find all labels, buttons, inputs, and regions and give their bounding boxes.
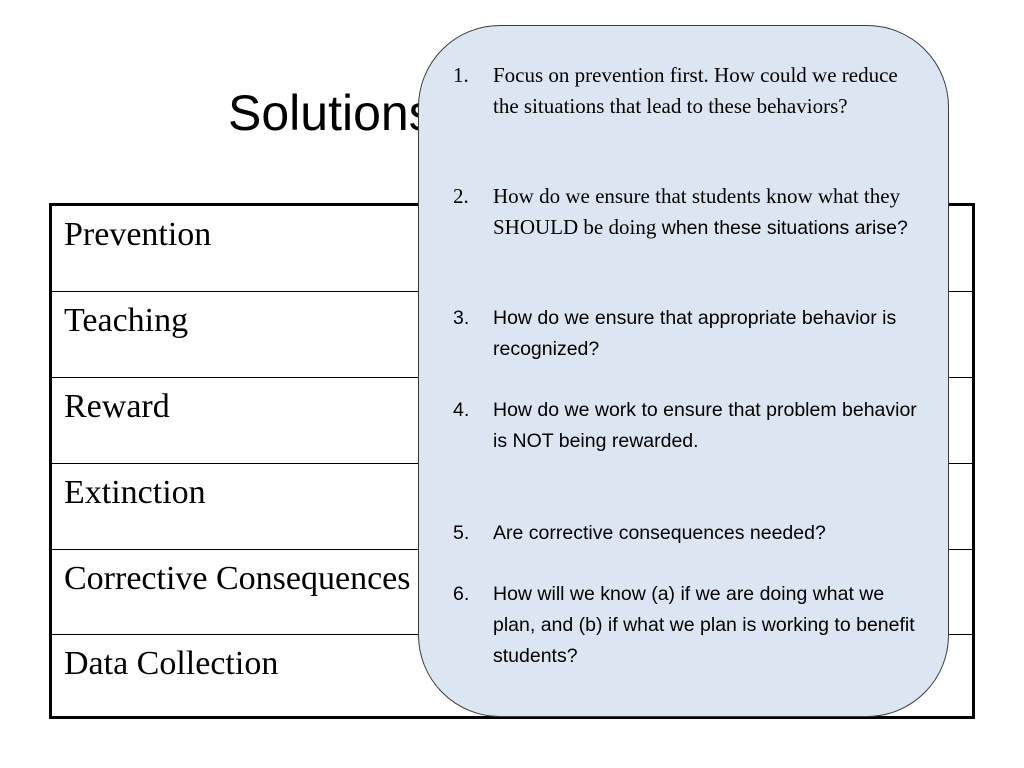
row-label-reward: Reward <box>64 388 170 425</box>
question-item: 5. Are corrective consequences needed? <box>453 518 920 549</box>
question-number: 2. <box>453 184 469 208</box>
question-item: 2. How do we ensure that students know w… <box>453 181 920 244</box>
table-row: Data Collection <box>52 635 972 716</box>
question-text: How do we ensure that students know what… <box>493 184 901 239</box>
question-text: How do we ensure that appropriate behavi… <box>493 307 897 360</box>
row-label-data-collection: Data Collection <box>64 645 279 682</box>
row-label-corrective-consequences: Corrective Consequences <box>64 560 411 597</box>
question-text: How do we work to ensure that problem be… <box>493 399 917 452</box>
question-text: How will we know (a) if we are doing wha… <box>493 583 915 667</box>
question-number: 3. <box>453 307 470 329</box>
row-label-prevention: Prevention <box>64 216 212 253</box>
question-number: 4. <box>453 399 470 421</box>
question-number: 6. <box>453 583 470 605</box>
questions-callout: 1. Focus on prevention first. How could … <box>418 25 949 717</box>
solutions-table: Prevention Teaching Reward Extinction Co… <box>49 203 975 719</box>
question-item: 6. How will we know (a) if we are doing … <box>453 579 920 672</box>
row-label-extinction: Extinction <box>64 474 206 511</box>
question-number: 1. <box>453 63 469 87</box>
question-text-continued: when these situations arise? <box>656 217 908 239</box>
question-text: Focus on prevention first. How could we … <box>493 63 898 118</box>
question-item: 1. Focus on prevention first. How could … <box>453 60 920 122</box>
question-number: 5. <box>453 522 470 544</box>
question-item: 4. How do we work to ensure that problem… <box>453 395 920 457</box>
question-item: 3. How do we ensure that appropriate beh… <box>453 303 920 365</box>
slide-title: Solutions <box>228 85 434 141</box>
question-text: Are corrective consequences needed? <box>493 522 826 544</box>
row-label-teaching: Teaching <box>64 302 189 339</box>
